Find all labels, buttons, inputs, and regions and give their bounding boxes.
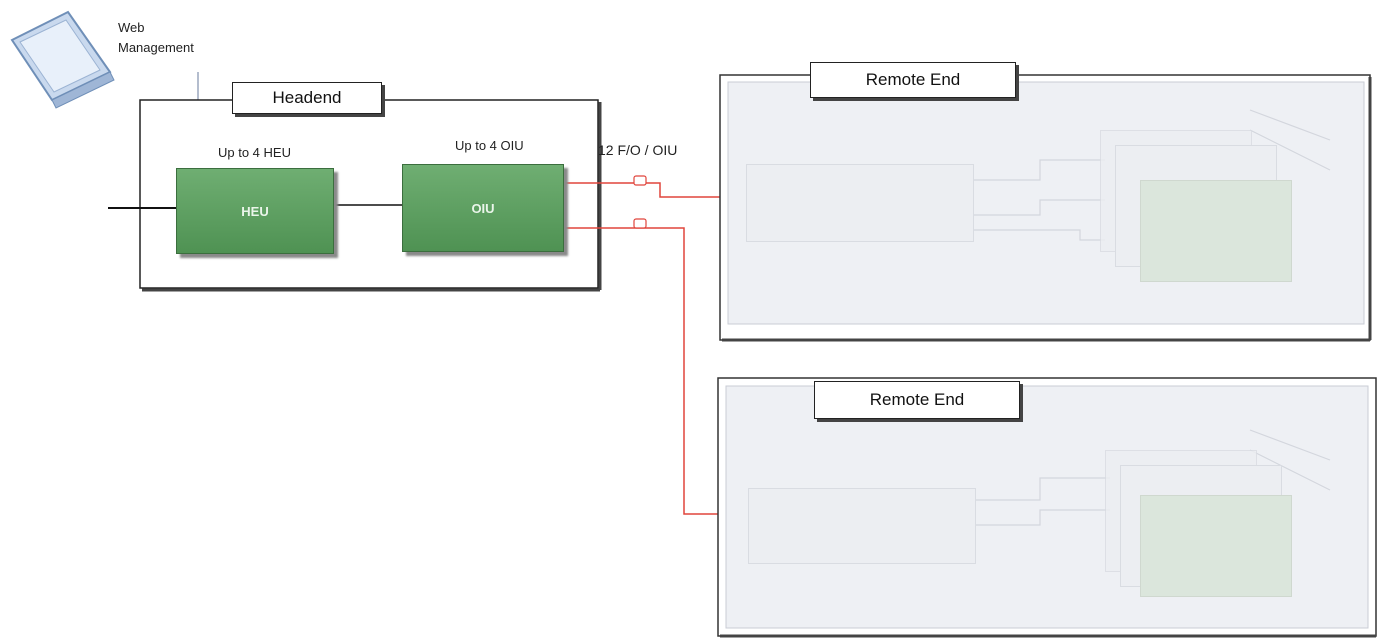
web-management-label-2: Management xyxy=(118,40,194,55)
remote-1-unit xyxy=(746,164,974,242)
remote-2-stack-front xyxy=(1140,495,1292,597)
remote-end-1-title: Remote End xyxy=(810,62,1016,98)
oiu-count-label: Up to 4 OIU xyxy=(455,138,524,153)
laptop-icon xyxy=(10,10,115,109)
remote-2-wiring xyxy=(975,429,1331,526)
remote-2-unit xyxy=(748,488,976,564)
remote-1-wiring xyxy=(972,109,1331,241)
web-management-label-1: Web xyxy=(118,20,145,35)
heu-count-label: Up to 4 HEU xyxy=(218,145,291,160)
headend-title: Headend xyxy=(232,82,382,114)
remote-1-stack-front xyxy=(1140,180,1292,282)
fiber-lines xyxy=(564,182,720,515)
remote-end-2-title: Remote End xyxy=(814,381,1020,419)
fiber-count-label: 12 F/O / OIU xyxy=(598,142,678,158)
fiber-connectors xyxy=(633,175,647,229)
heu-unit: HEU xyxy=(176,168,334,254)
oiu-unit: OIU xyxy=(402,164,564,252)
